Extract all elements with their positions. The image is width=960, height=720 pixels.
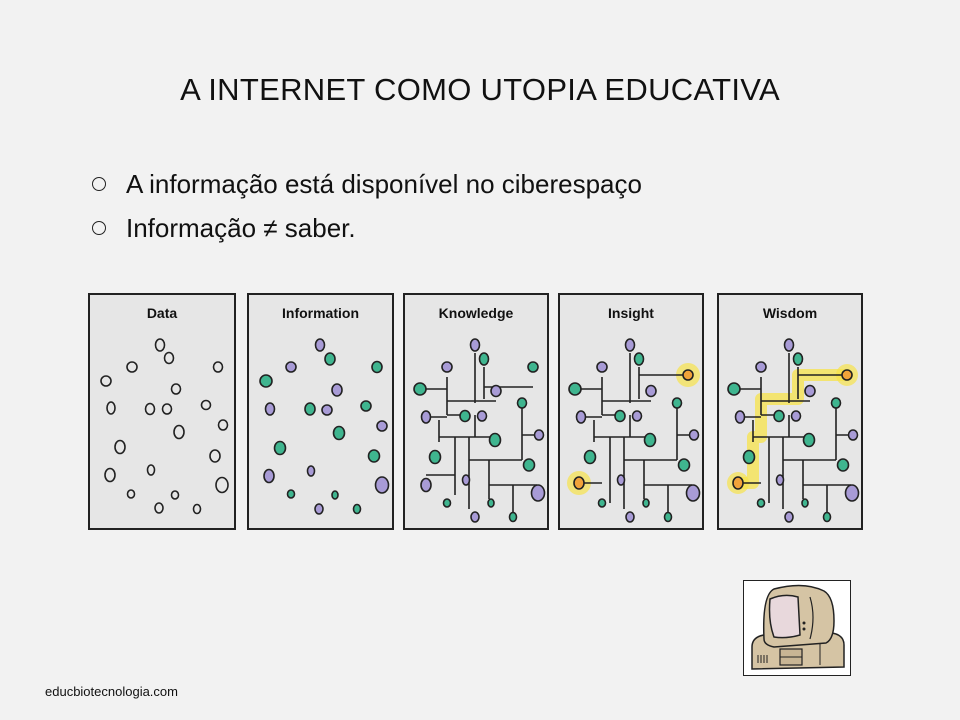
connected-network-icon — [413, 338, 546, 523]
bullet-item: Informação ≠ saber. — [92, 206, 642, 250]
panel-wisdom: Wisdom — [717, 293, 863, 530]
computer-icon — [751, 584, 845, 670]
panel-label: Data — [146, 305, 178, 321]
panel-label: Wisdom — [762, 305, 818, 321]
computer-clipart — [743, 580, 851, 676]
scattered-dots-icon — [100, 338, 229, 515]
panel-label: Information — [282, 305, 359, 321]
network-insight-icon — [567, 338, 701, 523]
panel-information: Information — [247, 293, 394, 530]
hollow-circle-bullet-icon — [92, 177, 106, 191]
bullet-item: A informação está disponível no ciberesp… — [92, 162, 642, 206]
panel-knowledge: Knowledge — [403, 293, 549, 530]
bullet-text: A informação está disponível no ciberesp… — [126, 168, 642, 199]
panel-label: Knowledge — [438, 305, 514, 321]
hollow-circle-bullet-icon — [92, 221, 106, 235]
network-wisdom-path-icon — [727, 338, 860, 523]
panel-label: Insight — [608, 305, 654, 321]
footer-source: educbiotecnologia.com — [45, 684, 178, 699]
bullet-text: Informação ≠ saber. — [126, 212, 356, 243]
bullet-list: A informação está disponível no ciberesp… — [92, 162, 642, 250]
slide-title: A INTERNET COMO UTOPIA EDUCATIVA — [180, 72, 780, 107]
panel-insight: Insight — [558, 293, 704, 530]
panel-data: Data — [88, 293, 236, 530]
colored-dots-icon — [259, 338, 390, 515]
